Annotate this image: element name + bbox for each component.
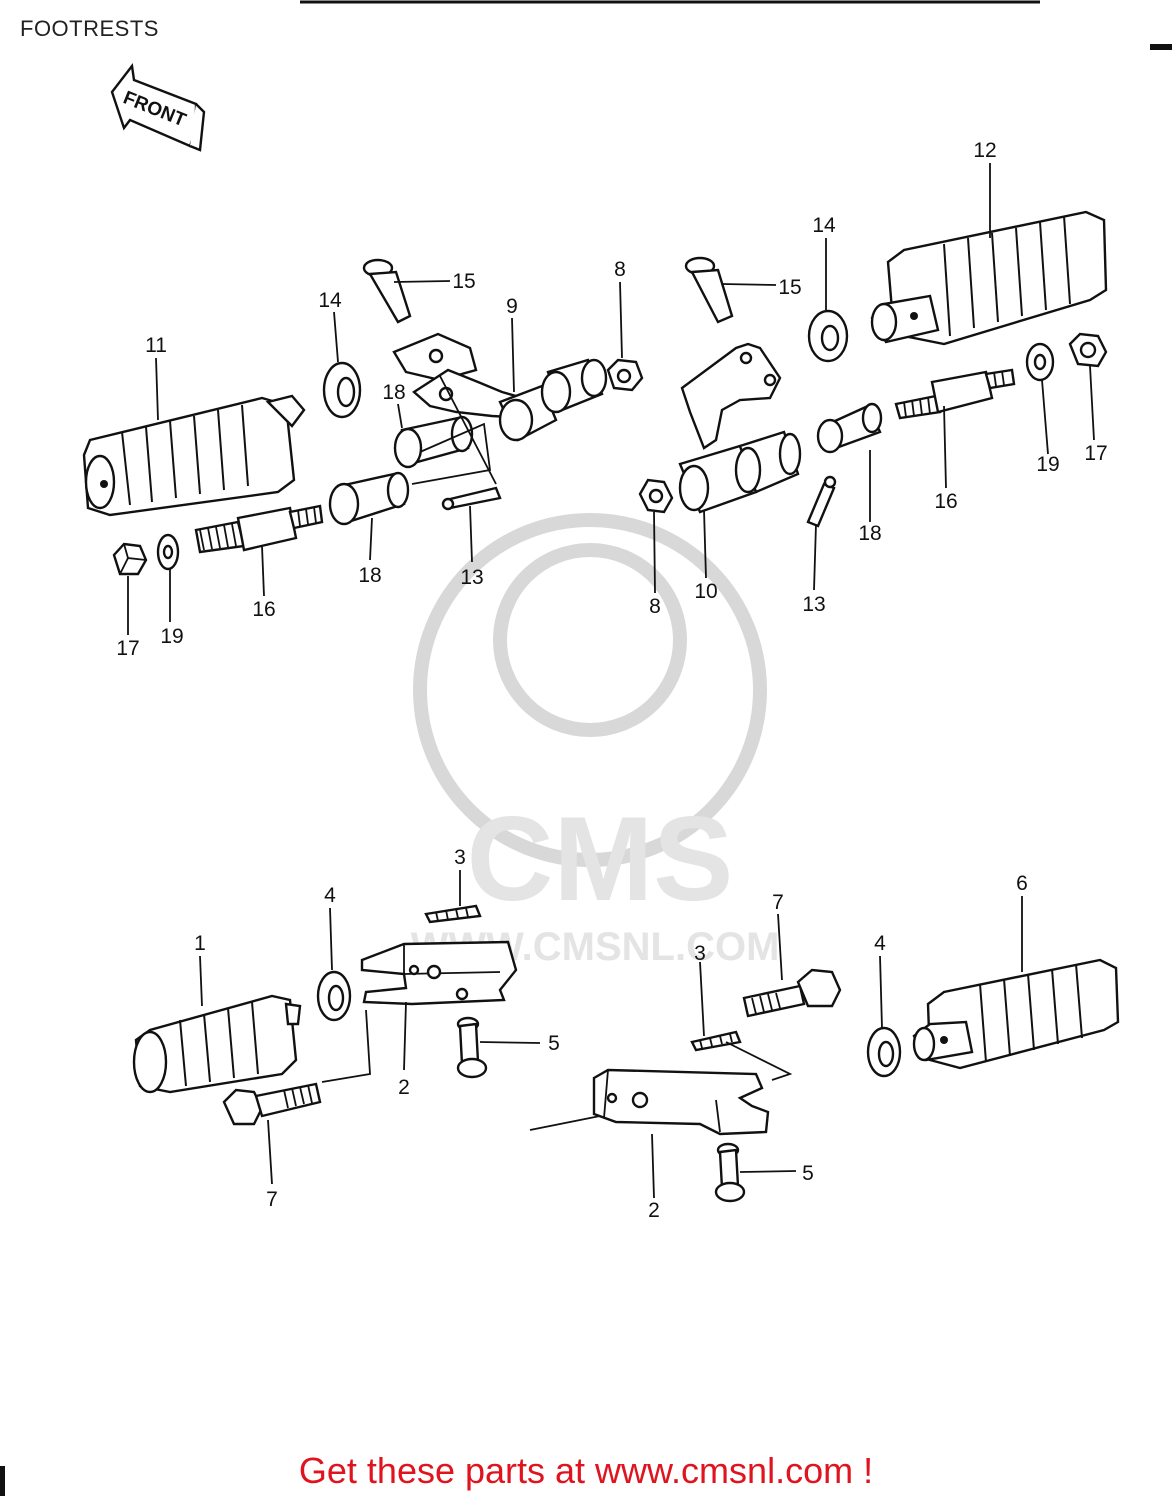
spring-pin-3-right xyxy=(690,1030,742,1052)
assembly-line-left xyxy=(321,1009,371,1083)
cotter-pin-13-left xyxy=(441,486,502,511)
clevis-pin-15-left xyxy=(362,258,412,324)
callout-19-right: 19 xyxy=(1036,453,1059,476)
callout-15-left: 15 xyxy=(452,270,475,293)
callout-1: 1 xyxy=(194,932,206,955)
callout-8-upper: 8 xyxy=(614,258,626,281)
bolt-5-right xyxy=(714,1142,746,1203)
callout-15-right: 15 xyxy=(778,276,801,299)
callout-17-right: 17 xyxy=(1084,442,1107,465)
callout-19-left: 19 xyxy=(160,625,183,648)
callout-18-upper: 18 xyxy=(382,381,405,404)
footpeg-bracket-10 xyxy=(678,342,802,514)
leader-lines xyxy=(127,163,1095,1199)
nut-8-lower xyxy=(638,478,674,514)
callout-17-left: 17 xyxy=(116,637,139,660)
callout-5-left: 5 xyxy=(548,1032,560,1055)
assembly-line-right-2 xyxy=(529,1115,601,1131)
callouts: 11 14 15 9 8 18 17 19 16 18 13 8 10 13 1… xyxy=(116,139,1107,1222)
cotter-pin-13-right xyxy=(806,475,837,528)
edge-mark xyxy=(1150,44,1172,50)
callout-14-right: 14 xyxy=(812,214,836,237)
callout-16-right: 16 xyxy=(934,490,957,513)
callout-5-right: 5 xyxy=(802,1162,814,1185)
washer-14-left xyxy=(322,361,362,419)
edge-mark-bottom xyxy=(0,1466,5,1496)
callout-16-left: 16 xyxy=(252,598,275,621)
pivot-pin-16-right xyxy=(894,368,1016,420)
footpeg-bracket-9 xyxy=(392,332,608,442)
callout-6: 6 xyxy=(1016,872,1028,895)
footpeg-rubber-1 xyxy=(132,994,302,1094)
washer-4-right xyxy=(866,1026,902,1078)
bushing-18-upper xyxy=(393,415,474,469)
footpeg-bracket-2-right xyxy=(592,1068,770,1136)
watermark-logo-text: CMS xyxy=(467,792,734,926)
assembly-line-right xyxy=(725,1041,793,1081)
callout-7-left: 7 xyxy=(266,1188,278,1211)
callout-18-lower: 18 xyxy=(358,564,381,587)
callout-18-right: 18 xyxy=(858,522,881,545)
washer-19-left xyxy=(156,533,180,571)
spring-pin-3-left xyxy=(424,904,482,924)
front-arrow-icon: FRONT xyxy=(110,63,206,152)
footer-link[interactable]: Get these parts at www.cmsnl.com ! xyxy=(298,1450,874,1491)
callout-12: 12 xyxy=(973,139,996,162)
clevis-pin-15-right xyxy=(684,256,734,324)
callout-10: 10 xyxy=(694,580,717,603)
callout-4-right: 4 xyxy=(874,932,886,955)
bolt-5-left xyxy=(456,1016,488,1079)
nut-17-right xyxy=(1068,332,1108,368)
nut-17-left xyxy=(112,542,148,576)
callout-8-lower: 8 xyxy=(649,595,661,618)
page-title: FOOTRESTS xyxy=(20,16,159,41)
callout-13-left: 13 xyxy=(460,566,483,589)
washer-14-right xyxy=(807,309,849,363)
bushing-18-right xyxy=(816,402,883,454)
callout-2-left: 2 xyxy=(398,1076,410,1099)
callout-3-left: 3 xyxy=(454,846,466,869)
footpeg-bracket-2-left xyxy=(360,940,518,1006)
footpeg-rubber-12 xyxy=(870,210,1108,346)
callout-13-right: 13 xyxy=(802,593,825,616)
bushing-18-lower xyxy=(328,471,410,526)
callout-14-left: 14 xyxy=(318,289,342,312)
callout-7-right: 7 xyxy=(772,891,784,914)
callout-9: 9 xyxy=(506,295,518,318)
cms-watermark: CMS WWW.CMSNL.COM xyxy=(411,513,779,969)
washer-19-right xyxy=(1025,342,1055,382)
callout-4-left: 4 xyxy=(324,884,336,907)
bolt-7-right xyxy=(742,968,842,1018)
footpeg-rubber-11 xyxy=(82,394,306,517)
pivot-pin-16-left xyxy=(194,504,324,554)
nut-8-upper xyxy=(606,358,644,392)
footpeg-rubber-6 xyxy=(912,958,1120,1070)
callout-3-right: 3 xyxy=(694,942,706,965)
bolt-7-left xyxy=(222,1082,322,1126)
callout-11: 11 xyxy=(145,334,167,357)
washer-4-left xyxy=(316,970,352,1022)
callout-2-right: 2 xyxy=(648,1199,660,1222)
